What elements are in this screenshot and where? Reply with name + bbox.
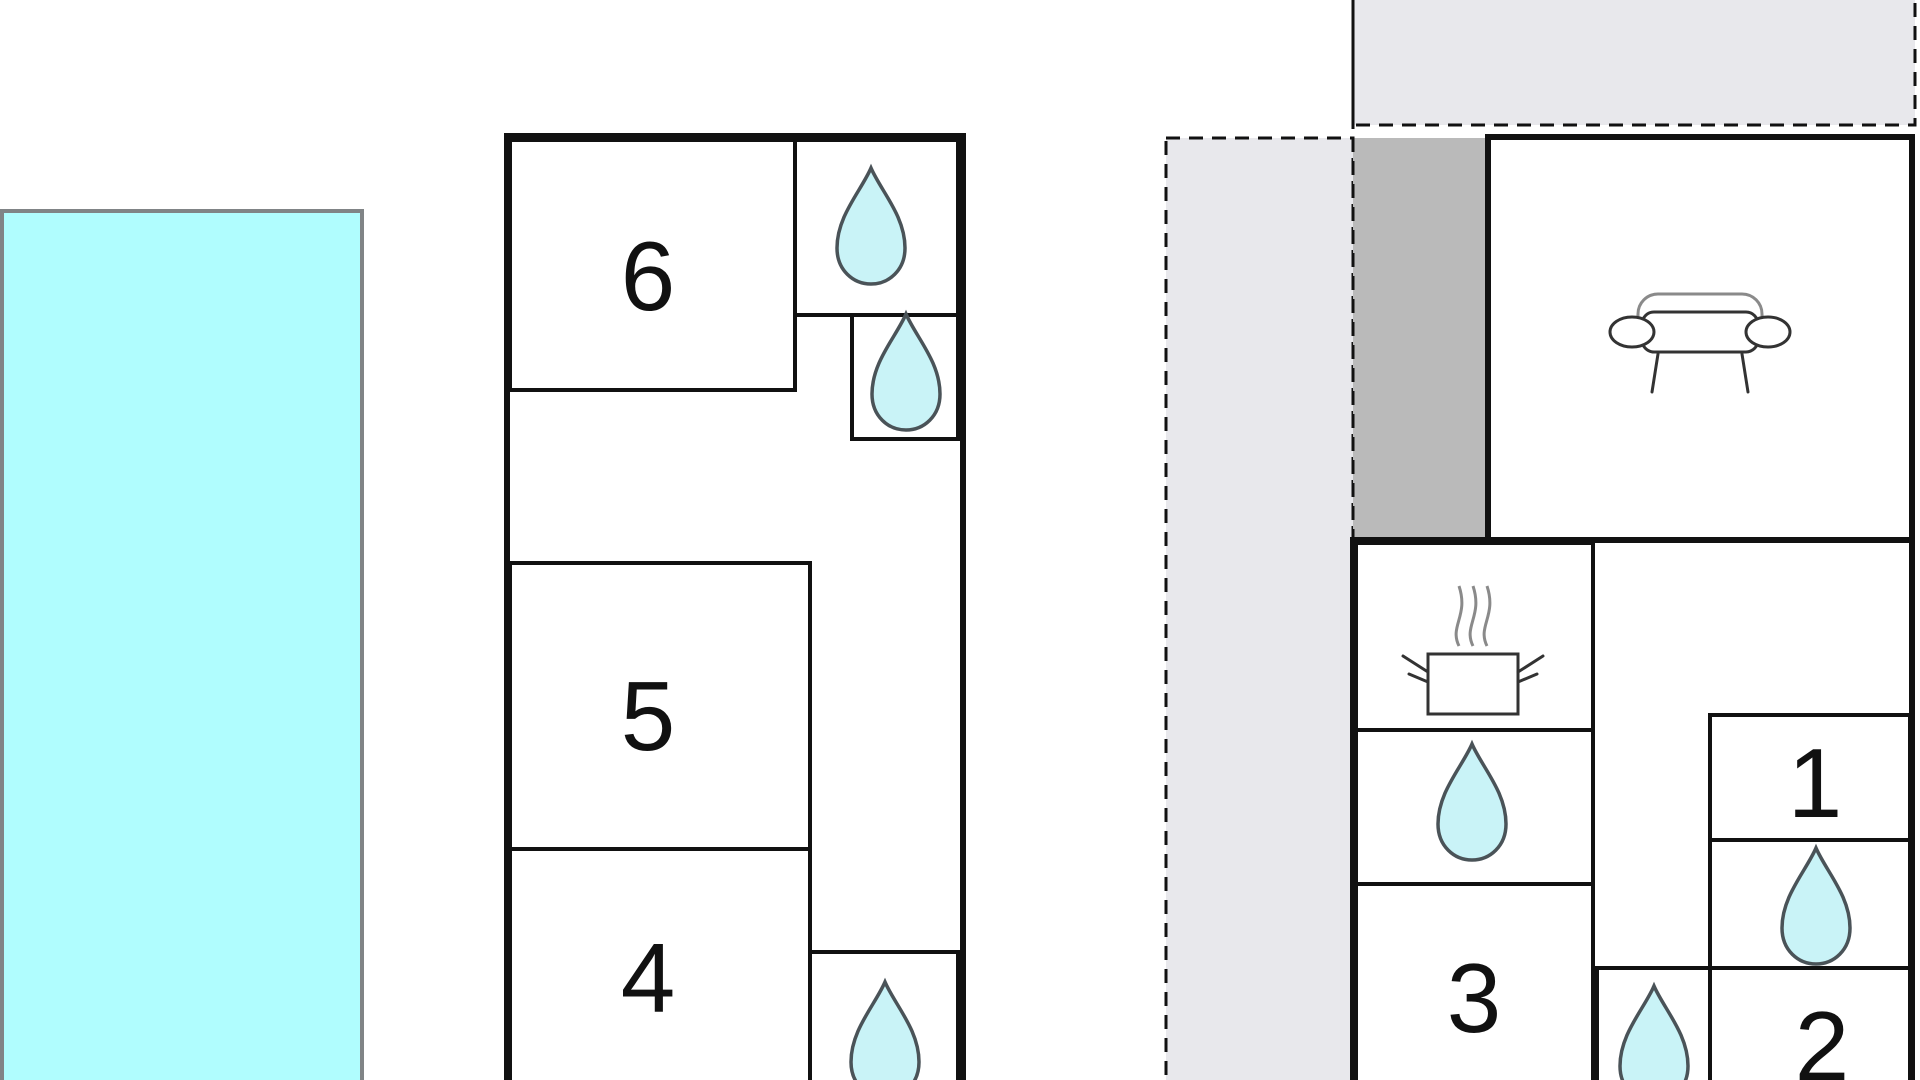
terrace-top — [1351, 0, 1917, 127]
left-building-outline — [504, 133, 966, 1080]
water-drop-icon — [1618, 984, 1690, 1080]
water-drop-icon — [1436, 742, 1508, 862]
room-3-label: 3 — [1447, 943, 1502, 1053]
room-5-label: 5 — [621, 661, 676, 771]
bathroom-2-walls — [1595, 966, 1712, 1080]
terrace-left — [1164, 136, 1355, 1080]
covered-area — [1353, 138, 1488, 538]
water-drop-icon — [870, 312, 942, 432]
left-building — [504, 133, 966, 1080]
water-drop-icon — [849, 980, 921, 1080]
water-drop-icon — [835, 166, 907, 286]
sofa-icon — [1608, 292, 1792, 394]
bathroom-4-walls — [808, 950, 960, 1080]
water-drop-icon — [1780, 846, 1852, 966]
room-4-label: 4 — [621, 923, 676, 1033]
room-3-walls — [1354, 882, 1595, 1080]
cooking-pot-icon — [1401, 585, 1545, 716]
room-6-label: 6 — [621, 221, 676, 331]
right-building — [1350, 134, 1915, 1080]
room-2-label: 2 — [1795, 991, 1850, 1080]
room-1-label: 1 — [1788, 728, 1843, 838]
swimming-pool — [0, 209, 364, 1080]
